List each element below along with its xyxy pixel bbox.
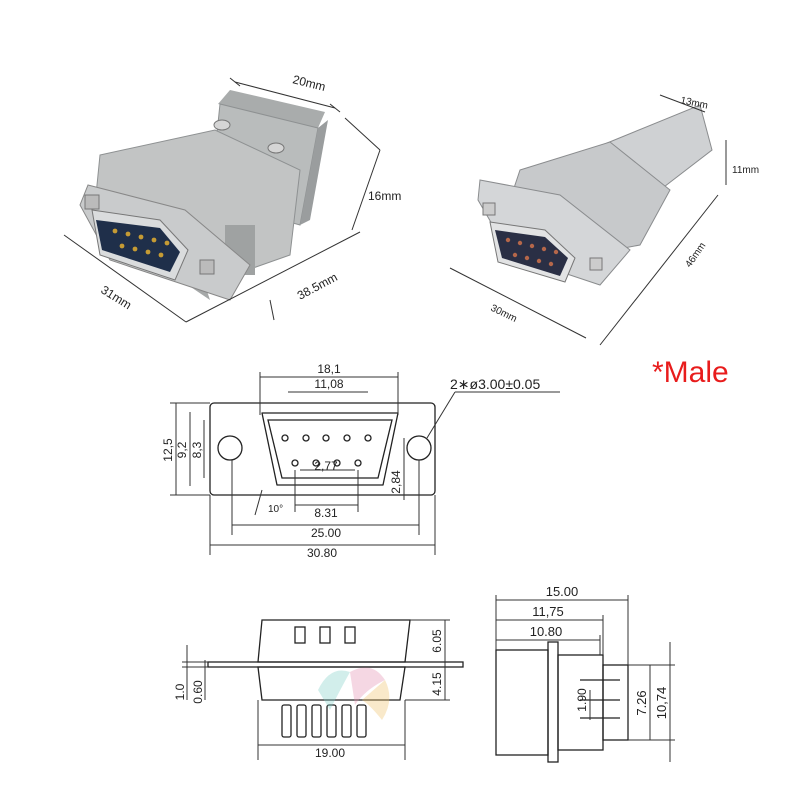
front-dim-2-77: 2,77 xyxy=(314,459,338,473)
side-dim-1-90: 1.90 xyxy=(575,688,589,712)
side-dim-10-74: 10,74 xyxy=(654,687,669,720)
bottom-dim-19-00: 19.00 xyxy=(315,746,345,760)
front-dim-8-31: 8.31 xyxy=(314,506,338,520)
side-dim-11-75: 11,75 xyxy=(532,604,564,619)
front-dim-8-3: 8,3 xyxy=(190,441,204,458)
watermark-logo xyxy=(318,667,390,720)
side-view-drawing xyxy=(495,595,675,763)
bottom-dim-6-05: 6.05 xyxy=(430,629,444,653)
photo-left-dim-length: 38.5mm xyxy=(295,270,340,303)
photo-left-dim-top: 20mm xyxy=(291,72,327,94)
photo-right-dim-height: 11mm xyxy=(732,165,759,176)
photo-left-dim-height: 16mm xyxy=(368,189,401,203)
front-dim-18-1: 18,1 xyxy=(317,362,341,376)
photo-right-dim-width: 30mm xyxy=(489,303,519,325)
photo-left-dimensions xyxy=(63,77,381,323)
front-view-drawing xyxy=(170,372,560,555)
photo-gray-hood-connector xyxy=(79,90,328,301)
male-label: *Male xyxy=(652,356,729,389)
photo-right-dimensions xyxy=(449,94,727,346)
photo-right-dim-length: 46mm xyxy=(683,241,708,270)
side-dim-10-80: 10.80 xyxy=(530,624,563,639)
front-dim-12-5: 12,5 xyxy=(161,438,175,462)
bottom-dim-4-15: 4.15 xyxy=(430,672,444,696)
side-dim-15-00: 15.00 xyxy=(546,584,579,599)
photo-metal-hood-connector xyxy=(477,104,713,286)
front-dim-30-80: 30.80 xyxy=(307,546,337,560)
front-dim-hole: 2∗ø3.00±0.05 xyxy=(450,376,540,392)
front-dim-9-2: 9,2 xyxy=(175,441,189,458)
photo-left-dim-width: 31mm xyxy=(98,283,134,313)
bottom-dim-0-60: 0.60 xyxy=(191,680,205,704)
front-dim-25-00: 25.00 xyxy=(311,526,341,540)
bottom-dim-1-0: 1.0 xyxy=(173,683,187,700)
front-dim-11-08: 11,08 xyxy=(314,377,343,391)
front-dim-2-84: 2,84 xyxy=(389,470,403,494)
bottom-view-drawing xyxy=(182,619,464,760)
front-dim-10deg: 10° xyxy=(268,504,283,515)
side-dim-7-26: 7.26 xyxy=(634,690,649,715)
